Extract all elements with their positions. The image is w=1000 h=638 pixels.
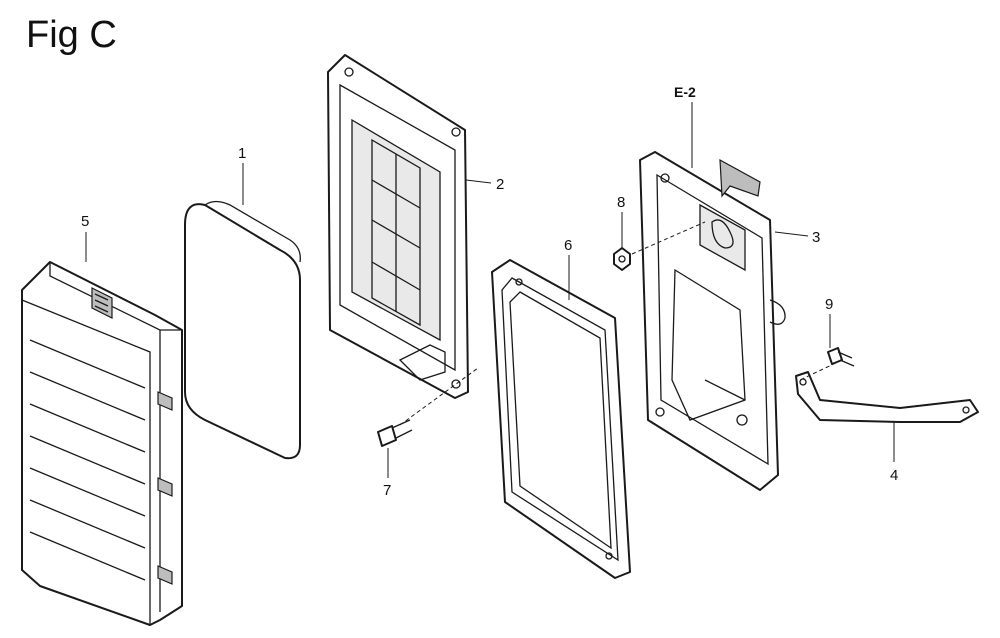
air-cleaner-cover [21,261,183,626]
air-cleaner-case [327,54,469,399]
air-cleaner-stay [795,371,979,423]
flange-bolt [377,419,413,447]
callout-3: 3 [812,229,820,246]
callout-4: 4 [890,467,898,484]
air-filter-element [184,200,301,460]
air-cleaner-gasket [491,259,631,579]
callout-1: 1 [238,145,246,162]
figure-title: Fig C [26,14,117,56]
reference-e2: E-2 [674,84,696,100]
callout-6: 6 [564,237,572,254]
flange-bolt-small [827,347,855,367]
callout-8: 8 [617,194,625,211]
callout-2: 2 [496,176,504,193]
callout-9: 9 [825,296,833,313]
leader-lines [85,102,895,478]
callout-5: 5 [81,213,89,230]
flange-nut [613,247,631,271]
callout-7: 7 [383,482,391,499]
air-cleaner-elbow [639,151,786,491]
